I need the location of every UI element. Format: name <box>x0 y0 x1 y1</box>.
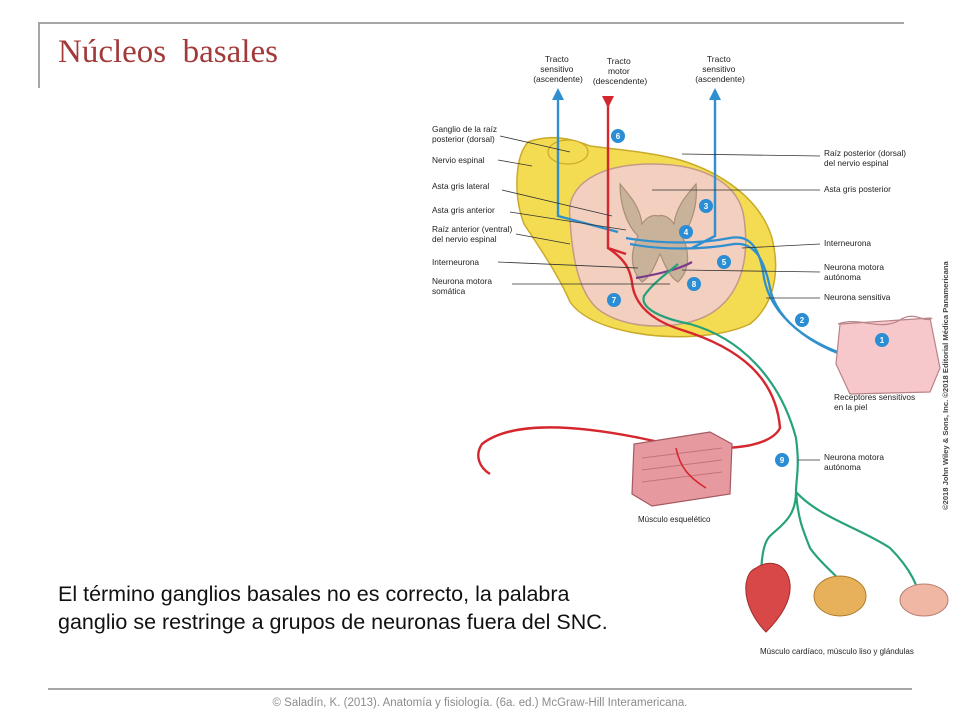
caption: El término ganglios basales no es correc… <box>58 580 608 636</box>
right-label-sensory-neuron: Neurona sensitiva <box>824 292 891 302</box>
right-label-autonomic-motor: Neurona motora autónoma <box>824 262 886 282</box>
top-label-sensory-left: Tracto sensitivo (ascendente) <box>533 54 583 84</box>
left-label-spinal-nerve: Nervio espinal <box>432 155 485 165</box>
svg-text:6: 6 <box>616 132 621 141</box>
sensory-pathways <box>625 236 891 370</box>
right-label-posterior-horn: Asta gris posterior <box>824 184 891 194</box>
left-label-ganglion: Ganglio de la raíz posterior (dorsal) <box>432 124 499 144</box>
right-label-autonomic-motor-2: Neurona motora autónoma <box>824 452 886 472</box>
svg-text:2: 2 <box>800 316 805 325</box>
svg-text:9: 9 <box>780 456 785 465</box>
spinal-cord-diagram: Tracto sensitivo (ascendente) Tracto mot… <box>432 54 950 656</box>
leader-lines <box>497 135 821 461</box>
organs <box>745 562 949 633</box>
muscle-block <box>631 431 733 507</box>
svg-text:5: 5 <box>722 258 727 267</box>
somatic-motor-path <box>477 247 782 476</box>
skin-block <box>835 315 941 395</box>
organs-label: Músculo cardíaco, músculo liso y glándul… <box>760 647 914 656</box>
left-rule <box>38 22 40 88</box>
arrow-down <box>602 96 614 108</box>
left-label-interneuron: Interneurona <box>432 257 479 267</box>
arrow-up-right <box>709 88 721 100</box>
left-label-anterior-horn: Asta gris anterior <box>432 205 495 215</box>
copyright-vertical: ©2018 John Wiley & Sons, Inc. ©2018 Edit… <box>941 260 950 510</box>
svg-text:1: 1 <box>880 336 885 345</box>
svg-text:8: 8 <box>692 280 697 289</box>
caption-line-2: ganglio se restringe a grupos de neurona… <box>58 610 608 634</box>
top-label-motor: Tracto motor (descendente) <box>593 56 648 86</box>
ganglion-shape <box>547 139 589 165</box>
right-label-interneuron: Interneurona <box>824 238 871 248</box>
left-label-anterior-root: Raíz anterior (ventral) del nervio espin… <box>432 224 515 244</box>
caption-line-1: El término ganglios basales no es correc… <box>58 582 570 606</box>
left-label-somatic-motor: Neurona motora somática <box>432 276 494 296</box>
bottom-rule <box>48 688 912 690</box>
arrow-up-left <box>552 88 564 100</box>
right-label-skin-receptors: Receptores sensitivos en la piel <box>834 392 917 412</box>
top-label-sensory-right: Tracto sensitivo (ascendente) <box>695 54 745 84</box>
svg-text:4: 4 <box>684 228 689 237</box>
step-badges: 1 2 3 4 5 6 7 8 9 <box>607 129 889 467</box>
top-rule <box>38 22 904 24</box>
footer-citation: © Saladín, K. (2013). Anatomía y fisiolo… <box>272 697 688 709</box>
svg-text:3: 3 <box>704 202 709 211</box>
muscle-label: Músculo esquelético <box>638 515 711 524</box>
svg-text:7: 7 <box>612 296 617 305</box>
left-label-lateral-horn: Asta gris lateral <box>432 181 489 191</box>
slide-title: Núcleos basales <box>58 34 278 70</box>
right-label-posterior-root: Raíz posterior (dorsal) del nervio espin… <box>824 148 908 168</box>
